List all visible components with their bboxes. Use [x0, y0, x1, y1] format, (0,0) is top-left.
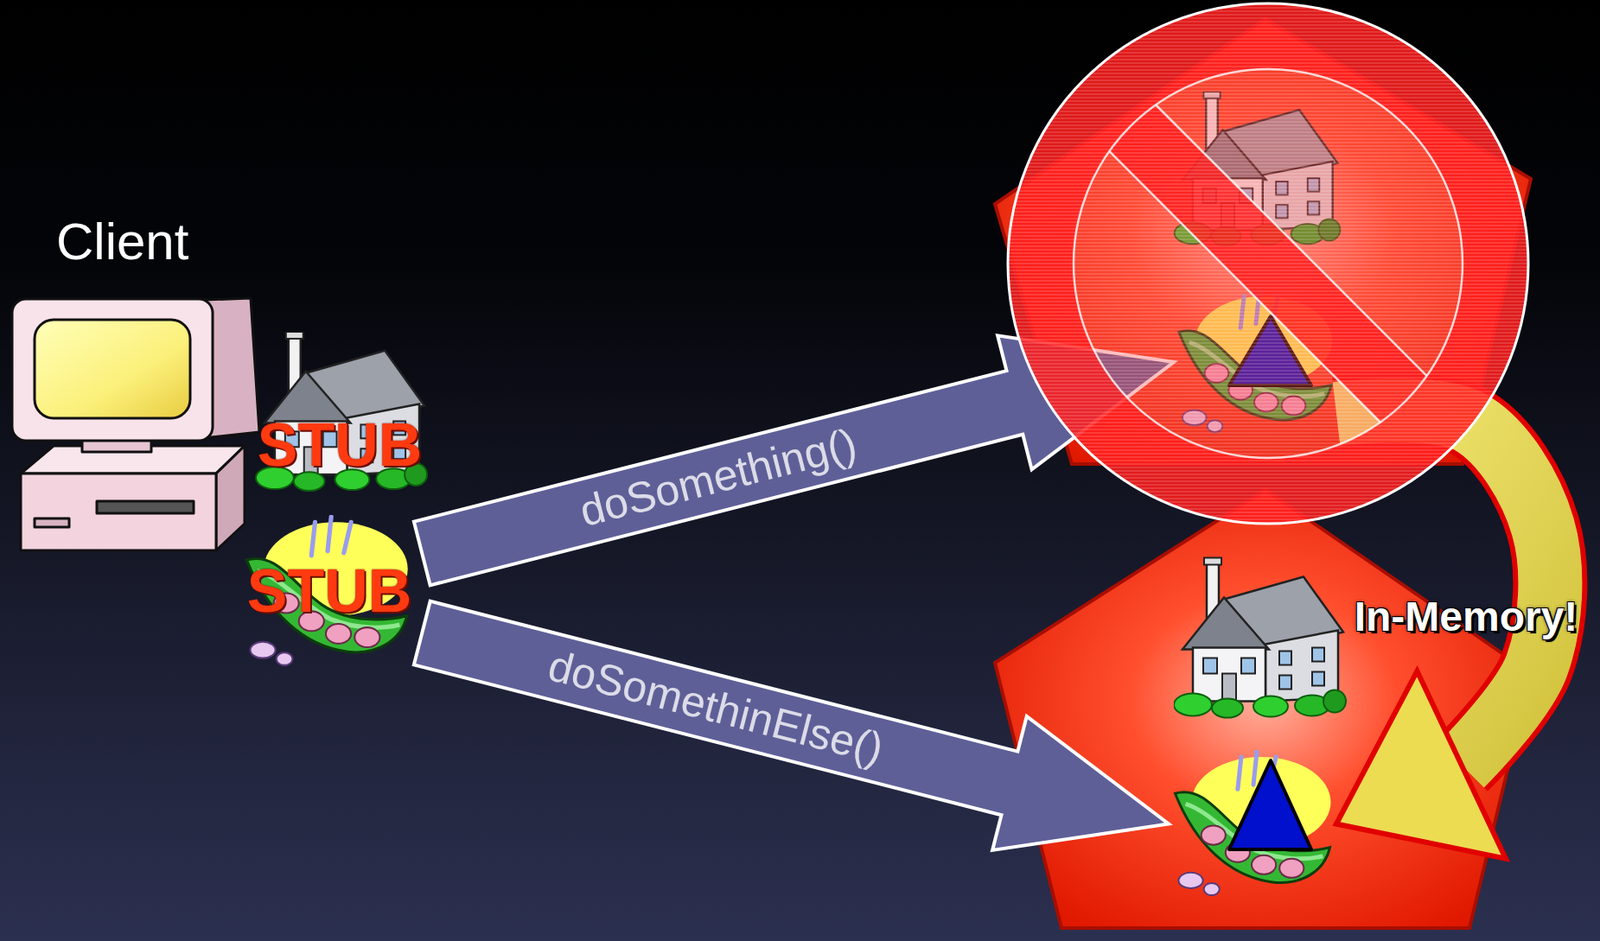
arrow-head: [1336, 671, 1506, 860]
client-computer-illustration-part: [12, 299, 213, 441]
client-computer-illustration-part: [216, 446, 245, 551]
client-heading: Client: [56, 211, 189, 272]
server-object: [1168, 750, 1337, 899]
house-icon: [1173, 558, 1346, 719]
stub-label: STUB: [247, 556, 413, 627]
client-computer: Client: [12, 211, 263, 554]
client-computer-illustration-part: [34, 319, 191, 419]
stub-object: STUB: [236, 515, 423, 669]
no-sign-part: [1007, 3, 1529, 524]
client-computer-illustration: [12, 298, 260, 551]
client-computer-illustration-part: [96, 501, 194, 514]
pod-icon: [1174, 752, 1331, 896]
method-call-label: doSomething(): [572, 419, 866, 537]
method-call-label: doSomethinElse(): [540, 642, 892, 776]
call-arrow: [414, 601, 1169, 851]
server-pentagon: [994, 490, 1531, 929]
server-object: [1173, 285, 1337, 440]
no-sign-part: [1007, 3, 1529, 524]
stub-label: STUB: [257, 410, 423, 481]
callout-label: In-Memory!: [1354, 594, 1579, 641]
block-arrow: [414, 601, 1169, 851]
no-sign: [1007, 3, 1529, 524]
client-computer-illustration-part: [20, 473, 217, 551]
triangle-marker: [1229, 760, 1312, 850]
stub-object: STUB: [247, 331, 434, 496]
house-icon: [255, 331, 428, 491]
client-computer-illustration-part: [34, 518, 70, 528]
